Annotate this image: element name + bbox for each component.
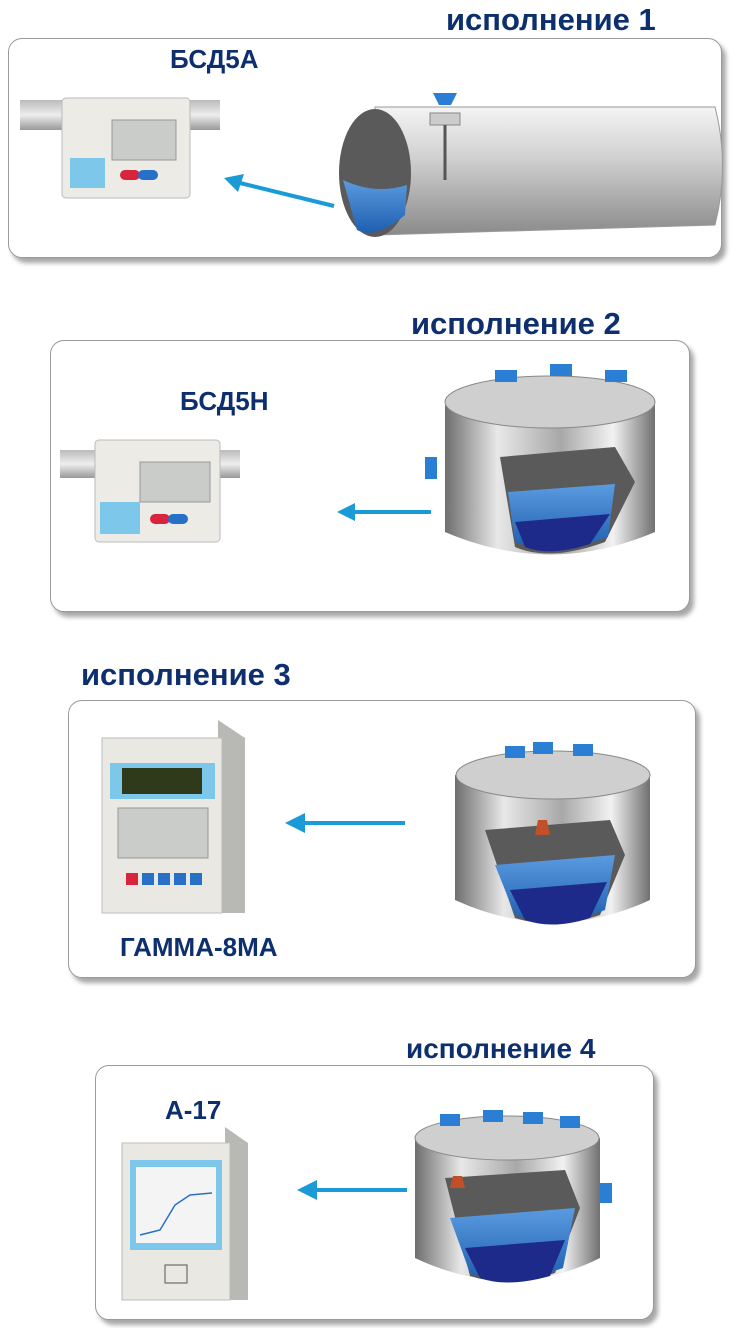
din-rail-unit-icon [20, 97, 220, 199]
tank-icon [414, 1110, 612, 1283]
arrow-icon [337, 503, 431, 521]
variant-2-device-label: БСД5Н [180, 386, 269, 416]
arrow-icon [297, 1180, 407, 1200]
din-rail-unit-icon [60, 439, 240, 543]
variant-1-device-label: БСД5А [170, 44, 259, 74]
controller-unit-icon [101, 720, 245, 914]
tank-icon [455, 742, 651, 925]
variant-1-title: исполнение 1 [446, 2, 656, 37]
recorder-unit-icon [121, 1127, 248, 1301]
arrow-icon [224, 174, 335, 208]
variant-4-title: исполнение 4 [406, 1033, 596, 1064]
arrow-icon [285, 813, 405, 833]
tank-icon [425, 364, 656, 555]
variant-4-device-label: А-17 [165, 1095, 222, 1125]
variant-2-title: исполнение 2 [411, 306, 621, 341]
variant-3-title: исполнение 3 [81, 657, 291, 692]
variant-3-device-label: ГАММА-8МА [120, 932, 278, 962]
pipe-icon [339, 93, 723, 237]
